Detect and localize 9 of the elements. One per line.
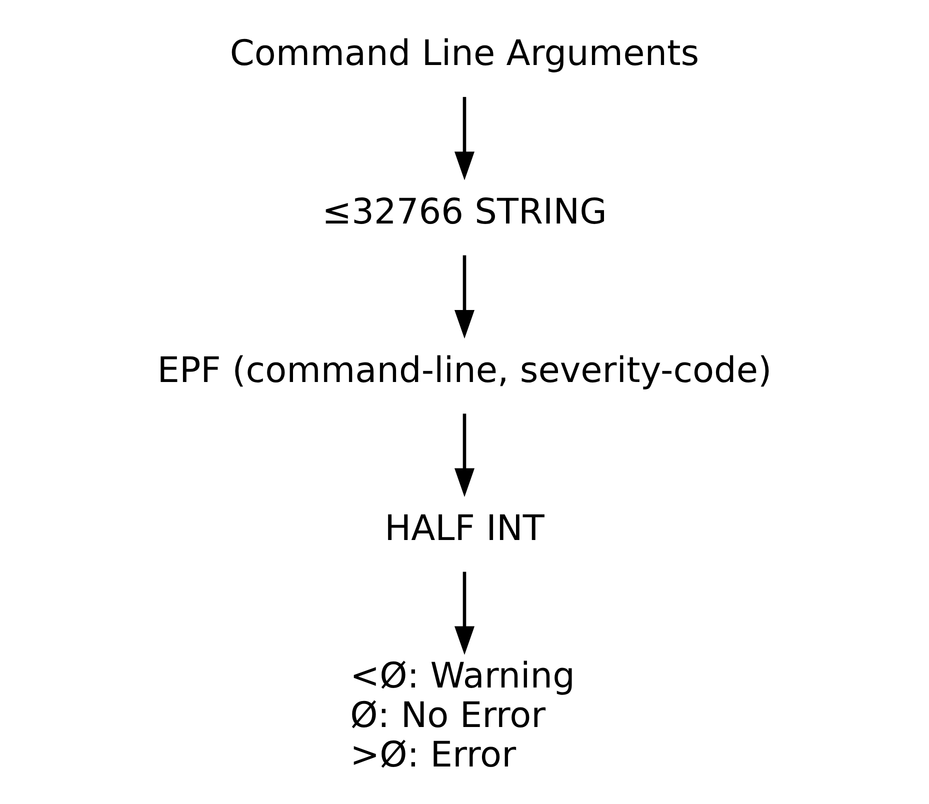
node-text: EPF (command-line, severity-code) — [157, 350, 772, 391]
arrow — [454, 96, 475, 180]
arrow — [454, 572, 475, 655]
arrow — [454, 414, 475, 497]
node-text: <Ø: Warning Ø: No Error >Ø: Error — [350, 655, 575, 776]
node-text: ≤32766 STRING — [322, 191, 607, 232]
node-text: Command Line Arguments — [230, 33, 700, 74]
node-text: HALF INT — [384, 508, 544, 550]
arrow — [454, 255, 475, 339]
